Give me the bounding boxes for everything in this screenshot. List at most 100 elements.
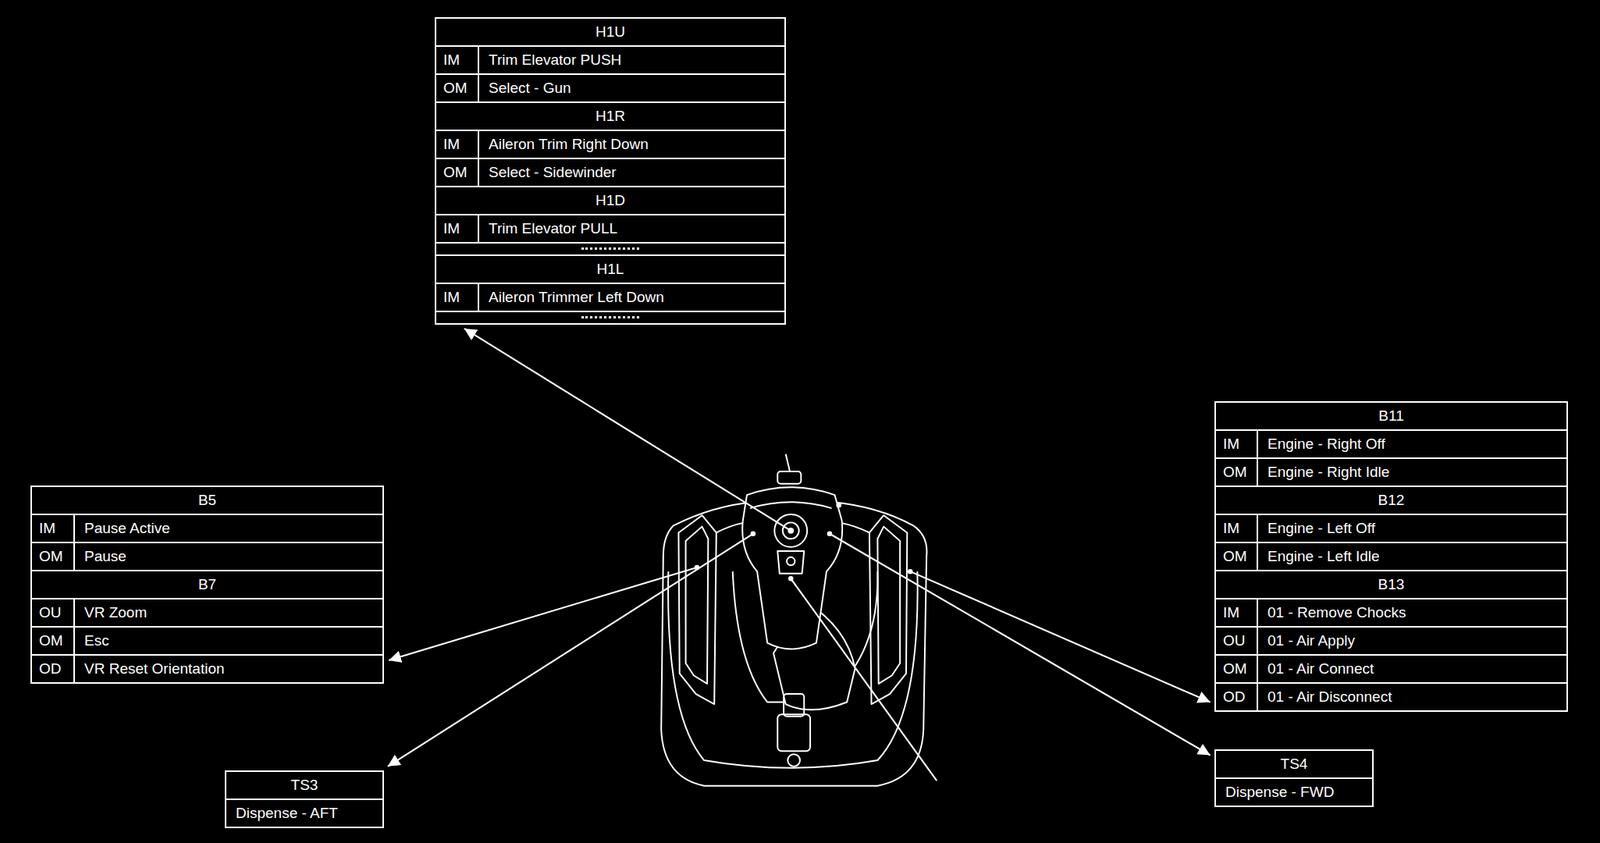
leader-dot: [787, 527, 794, 534]
leader-dot: [750, 531, 757, 537]
action-cell: Trim Elevator PULL: [479, 215, 618, 242]
action-name: Pause: [84, 547, 127, 565]
mode-cell: IM: [1216, 430, 1259, 458]
binding-row: OUVR Zoom: [32, 599, 383, 628]
action-name: Pause Active: [84, 519, 171, 537]
grip-head-edge: [750, 501, 832, 509]
binding-table-section: TS4Dispense - FWD: [1214, 749, 1374, 808]
action-name: Engine - Left Idle: [1267, 547, 1380, 565]
mode-cell: OM: [436, 159, 480, 186]
grip-button: [786, 557, 795, 566]
table-header-row: H1D: [436, 187, 785, 216]
binding-row: OM Engine - Left Idle: [1216, 543, 1567, 572]
leader-line: [388, 567, 697, 661]
action-cell: Trim Elevator PUSH: [479, 46, 622, 74]
button-id: B13: [1378, 576, 1405, 593]
mode-code: OU: [39, 604, 62, 621]
button-id: H1D: [595, 192, 626, 209]
binding-row: OM Esc: [32, 627, 383, 656]
action-name: Engine - Right Idle: [1267, 463, 1390, 480]
table-header-row: TS3: [226, 771, 383, 800]
button-id: H1L: [597, 260, 625, 278]
leader-line: [829, 533, 1211, 756]
binding-table-section: B7OUVR ZoomOMEscODVR Reset Orientation: [30, 571, 384, 684]
mode-code: OM: [443, 79, 468, 96]
action-cell: Esc: [74, 627, 110, 655]
binding-table-section: B13IM01 - Remove ChocksOU01 - Air ApplyO…: [1214, 571, 1568, 712]
leader-line: [464, 328, 791, 531]
action-cell: Aileron Trim Right Down: [479, 131, 649, 158]
mode-code: IM: [443, 220, 460, 237]
action-name: Select - Sidewinder: [488, 163, 617, 181]
binding-row: OU01 - Air Apply: [1216, 627, 1567, 656]
latch: [783, 693, 804, 717]
action-cell: Select - Gun: [479, 74, 572, 102]
action-name: VR Reset Orientation: [84, 660, 225, 677]
leader-dot: [694, 565, 701, 571]
button-id: B5: [198, 491, 217, 509]
mode-cell: OM: [436, 74, 480, 102]
button-id: H1U: [595, 23, 626, 40]
button-id: B7: [198, 576, 217, 593]
ellipsis-mark: [581, 316, 640, 319]
binding-table-section: B5IM Pause ActiveOM Pause: [30, 485, 384, 572]
binding-row: IMEngine - Left Off: [1216, 515, 1567, 544]
action-cell: Engine - Right Idle: [1258, 458, 1390, 486]
binding-table-section: B12IMEngine - Left OffOMEngine - Left Id…: [1214, 487, 1568, 572]
side-panel: [678, 515, 716, 704]
leader-line: [910, 571, 1210, 702]
table-separator: [436, 243, 785, 256]
mode-cell: OU: [1216, 627, 1259, 655]
mode-cell: OM: [32, 627, 75, 655]
hat-switch: [782, 522, 800, 539]
binding-row: IM Pause Active: [32, 515, 383, 544]
mode-code: OM: [1223, 547, 1248, 565]
grip-button: [777, 551, 804, 574]
hat-switch: [774, 514, 808, 548]
button-id: H1R: [595, 107, 626, 125]
button-id: TS4: [1280, 755, 1309, 772]
binding-row: IM Trim Elevator PULL: [436, 215, 785, 244]
action-name: Aileron Trimmer Left Down: [488, 288, 665, 306]
grip-tab: [777, 471, 801, 484]
action-name: 01 - Remove Chocks: [1267, 604, 1406, 621]
mode-code: OM: [39, 547, 64, 565]
action-cell: 01 - Remove Chocks: [1258, 599, 1406, 626]
binding-row: Dispense - AFT: [226, 800, 383, 829]
leader-line: [790, 578, 937, 781]
button-id: B11: [1378, 407, 1404, 424]
mode-cell: IM: [1216, 599, 1259, 626]
binding-table-section: H1U IM Trim Elevator PUSH OM Select - Gun: [434, 17, 786, 104]
action-cell: Aileron Trimmer Left Down: [479, 284, 665, 311]
mode-cell: OD: [1216, 683, 1259, 711]
action-cell: Pause Active: [74, 515, 171, 542]
binding-row: IM 01 - Remove Chocks: [1216, 599, 1567, 628]
table-header-row: H1L: [436, 256, 785, 285]
binding-table-section: H1D IM Trim Elevator PULL: [434, 187, 786, 256]
binding-row: IM Trim Elevator PUSH: [436, 46, 785, 75]
action-cell: 01 - Air Disconnect: [1258, 683, 1392, 711]
mode-code: OM: [443, 163, 468, 181]
table-separator: [436, 312, 785, 325]
mode-code: IM: [443, 288, 460, 306]
action-name: Trim Elevator PUSH: [488, 51, 622, 68]
mode-cell: OU: [32, 599, 75, 626]
side-panel: [877, 526, 900, 684]
mode-code: OM: [39, 632, 64, 649]
binding-row: OD01 - Air Disconnect: [1216, 683, 1567, 712]
action-cell: VR Reset Orientation: [74, 655, 225, 683]
table-header-row: H1R: [436, 103, 785, 132]
table-header-row: B11: [1216, 402, 1567, 431]
table-header-row: B13: [1216, 571, 1567, 600]
action-name: Trim Elevator PULL: [488, 220, 618, 237]
table-header-row: H1U: [436, 18, 785, 47]
binding-row: IM Aileron Trimmer Left Down: [436, 284, 785, 313]
table-header-row: B5: [32, 487, 383, 516]
mode-cell: IM: [436, 131, 480, 158]
action-cell: 01 - Air Apply: [1258, 627, 1355, 655]
mode-code: IM: [39, 519, 56, 537]
mode-code: IM: [1223, 519, 1240, 537]
mode-cell: IM: [436, 46, 480, 74]
binding-table-section: TS3Dispense - AFT: [224, 770, 384, 829]
